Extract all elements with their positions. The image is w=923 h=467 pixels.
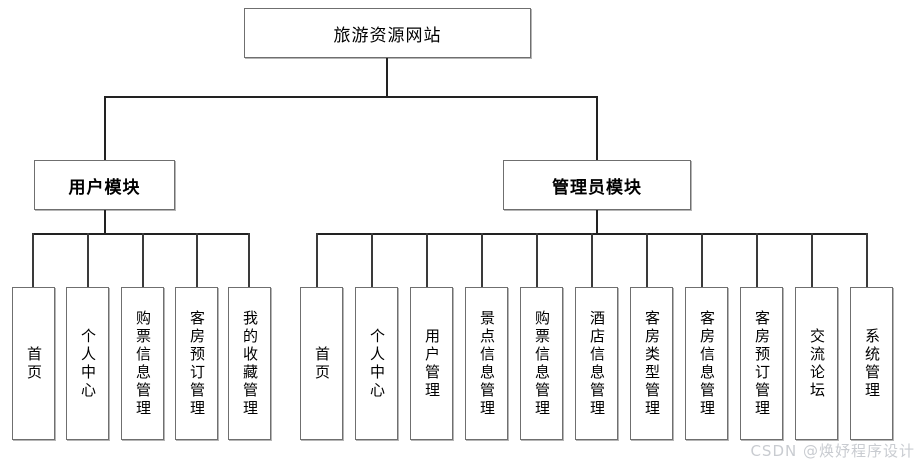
node-user-leaf-personal-center[interactable]: 个人中心 (66, 287, 109, 440)
connector-admin-leaf-drop-8 (701, 233, 703, 287)
node-admin-leaf-room-type[interactable]: 客房类型管理 (630, 287, 673, 440)
connector-root-down (386, 58, 388, 97)
node-admin-leaf-user-management-label: 用户管理 (423, 327, 441, 400)
connector-admin-leaf-drop-7 (646, 233, 648, 287)
connector-user-leaf-drop-5 (248, 233, 250, 287)
node-user-module-label: 用户模块 (68, 177, 141, 198)
connector-level1-bus (134, 96, 598, 98)
connector-bus-to-admin-module (596, 96, 598, 160)
node-admin-leaf-system-management-label: 系统管理 (863, 327, 881, 400)
connector-admin-leaf-drop-2 (371, 233, 373, 287)
node-admin-leaf-room-type-label: 客房类型管理 (643, 309, 661, 418)
connector-user-leaf-drop-2 (87, 233, 89, 287)
csdn-watermark: CSDN @焕妤程序设计 (750, 442, 915, 460)
node-admin-leaf-attraction-info[interactable]: 景点信息管理 (465, 287, 508, 440)
node-user-leaf-home-label: 首页 (25, 345, 43, 382)
connector-level1-bus-right-stub (596, 96, 598, 98)
node-user-leaf-home[interactable]: 首页 (12, 287, 55, 440)
connector-level1-bus-left-stub (104, 96, 135, 98)
node-admin-leaf-forum-label: 交流论坛 (808, 327, 826, 400)
node-user-leaf-room-booking-label: 客房预订管理 (188, 309, 206, 418)
node-admin-leaf-personal-center-label: 个人中心 (368, 327, 386, 400)
connector-admin-leaf-drop-6 (591, 233, 593, 287)
connector-user-leaf-drop-4 (196, 233, 198, 287)
connector-admin-module-down (596, 210, 598, 234)
node-admin-module[interactable]: 管理员模块 (503, 160, 691, 210)
node-user-leaf-ticket-info-label: 购票信息管理 (134, 309, 152, 418)
connector-admin-leaf-drop-11 (866, 233, 868, 287)
node-user-module[interactable]: 用户模块 (34, 160, 175, 210)
node-admin-leaf-system-management[interactable]: 系统管理 (850, 287, 893, 440)
node-root-label: 旅游资源网站 (333, 25, 442, 46)
node-user-leaf-my-favorites-label: 我的收藏管理 (241, 309, 259, 418)
node-user-leaf-personal-center-label: 个人中心 (79, 327, 97, 400)
connector-user-leaf-drop-1 (32, 233, 34, 287)
node-admin-leaf-attraction-info-label: 景点信息管理 (478, 309, 496, 418)
connector-user-module-down (104, 210, 106, 234)
connector-admin-leaf-drop-1 (316, 233, 318, 287)
node-admin-leaf-room-booking-label: 客房预订管理 (753, 309, 771, 418)
node-admin-leaf-hotel-info[interactable]: 酒店信息管理 (575, 287, 618, 440)
node-user-leaf-my-favorites[interactable]: 我的收藏管理 (228, 287, 271, 440)
connector-admin-leaf-drop-3 (426, 233, 428, 287)
node-user-leaf-ticket-info[interactable]: 购票信息管理 (121, 287, 164, 440)
node-root-travel-resource-website[interactable]: 旅游资源网站 (244, 8, 531, 58)
node-admin-leaf-personal-center[interactable]: 个人中心 (355, 287, 398, 440)
node-admin-leaf-ticket-info[interactable]: 购票信息管理 (520, 287, 563, 440)
node-admin-leaf-home[interactable]: 首页 (300, 287, 343, 440)
connector-admin-leaf-drop-4 (481, 233, 483, 287)
node-admin-leaf-hotel-info-label: 酒店信息管理 (588, 309, 606, 418)
node-admin-leaf-ticket-info-label: 购票信息管理 (533, 309, 551, 418)
node-admin-leaf-room-info[interactable]: 客房信息管理 (685, 287, 728, 440)
connector-user-leaf-drop-3 (142, 233, 144, 287)
node-user-leaf-room-booking[interactable]: 客房预订管理 (175, 287, 218, 440)
node-admin-module-label: 管理员模块 (552, 177, 642, 198)
node-admin-leaf-room-booking[interactable]: 客房预订管理 (740, 287, 783, 440)
connector-admin-leaf-drop-10 (811, 233, 813, 287)
node-admin-leaf-user-management[interactable]: 用户管理 (410, 287, 453, 440)
node-admin-leaf-forum[interactable]: 交流论坛 (795, 287, 838, 440)
node-admin-leaf-home-label: 首页 (313, 345, 331, 382)
connector-admin-leaf-drop-9 (756, 233, 758, 287)
connector-bus-to-user-module (104, 96, 106, 160)
node-admin-leaf-room-info-label: 客房信息管理 (698, 309, 716, 418)
connector-admin-leaf-drop-5 (536, 233, 538, 287)
connector-user-leaf-bus (32, 233, 249, 235)
